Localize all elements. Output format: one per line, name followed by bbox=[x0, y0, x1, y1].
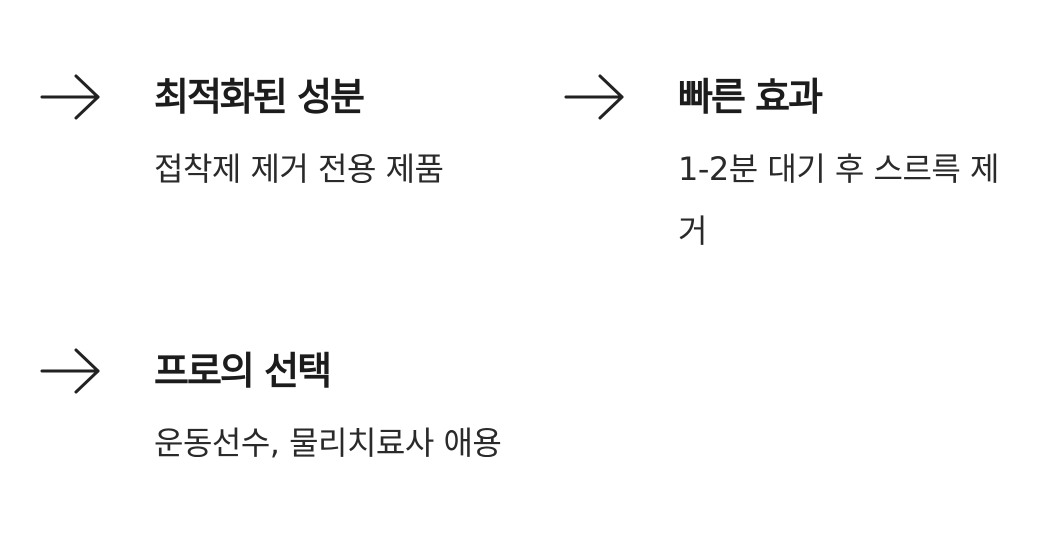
arrow-right-icon bbox=[40, 72, 102, 122]
feature-description: 운동선수, 물리치료사 애용 bbox=[154, 424, 502, 462]
arrow-right-icon bbox=[564, 72, 626, 122]
feature-title: 프로의 선택 bbox=[154, 349, 332, 393]
feature-title: 빠른 효과 bbox=[678, 75, 823, 119]
feature-description: 접착제 제거 전용 제품 bbox=[154, 150, 444, 188]
feature-title: 최적화된 성분 bbox=[154, 75, 365, 119]
arrow-right-icon bbox=[40, 346, 102, 396]
feature-description: 1-2분 대기 후 스르륵 제거 bbox=[678, 150, 999, 250]
